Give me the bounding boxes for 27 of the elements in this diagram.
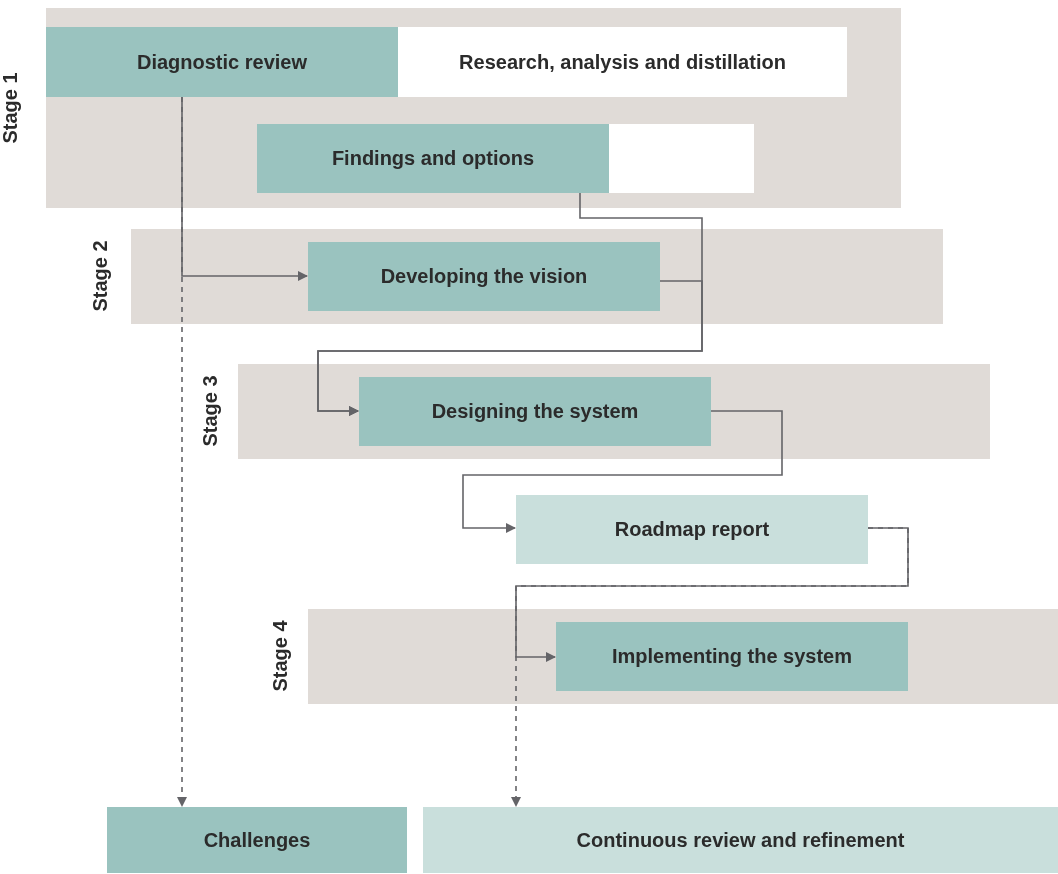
- process-box: [423, 807, 1058, 873]
- arrow: [515, 527, 909, 662]
- box-label: Challenges: [203, 828, 311, 852]
- box-label: Designing the system: [431, 400, 639, 423]
- stage-label: Stage 4: [268, 620, 292, 692]
- process-box: [107, 807, 407, 873]
- stage-label: Stage 2: [88, 240, 112, 312]
- box-label: Roadmap report: [614, 518, 770, 541]
- process-box: [556, 622, 908, 691]
- arrow: [462, 410, 783, 533]
- process-box: [257, 124, 609, 193]
- process-box: [516, 495, 868, 564]
- box-label: Developing the vision: [380, 265, 588, 288]
- process-box: [46, 27, 398, 97]
- process-box: [359, 377, 711, 446]
- box-label: Research, analysis and distillation: [459, 50, 786, 74]
- arrow: [181, 96, 308, 281]
- arrow: [317, 280, 703, 416]
- box-label: Findings and options: [331, 147, 535, 170]
- stage-label: Stage 3: [198, 375, 222, 447]
- box-label: Implementing the system: [611, 645, 853, 668]
- process-box: [308, 242, 660, 311]
- stage-label: Stage 1: [0, 72, 22, 144]
- process-box: [398, 27, 847, 97]
- box-label: Diagnostic review: [136, 50, 308, 74]
- box-label: Continuous review and refinement: [576, 828, 905, 852]
- process-box: [609, 124, 754, 193]
